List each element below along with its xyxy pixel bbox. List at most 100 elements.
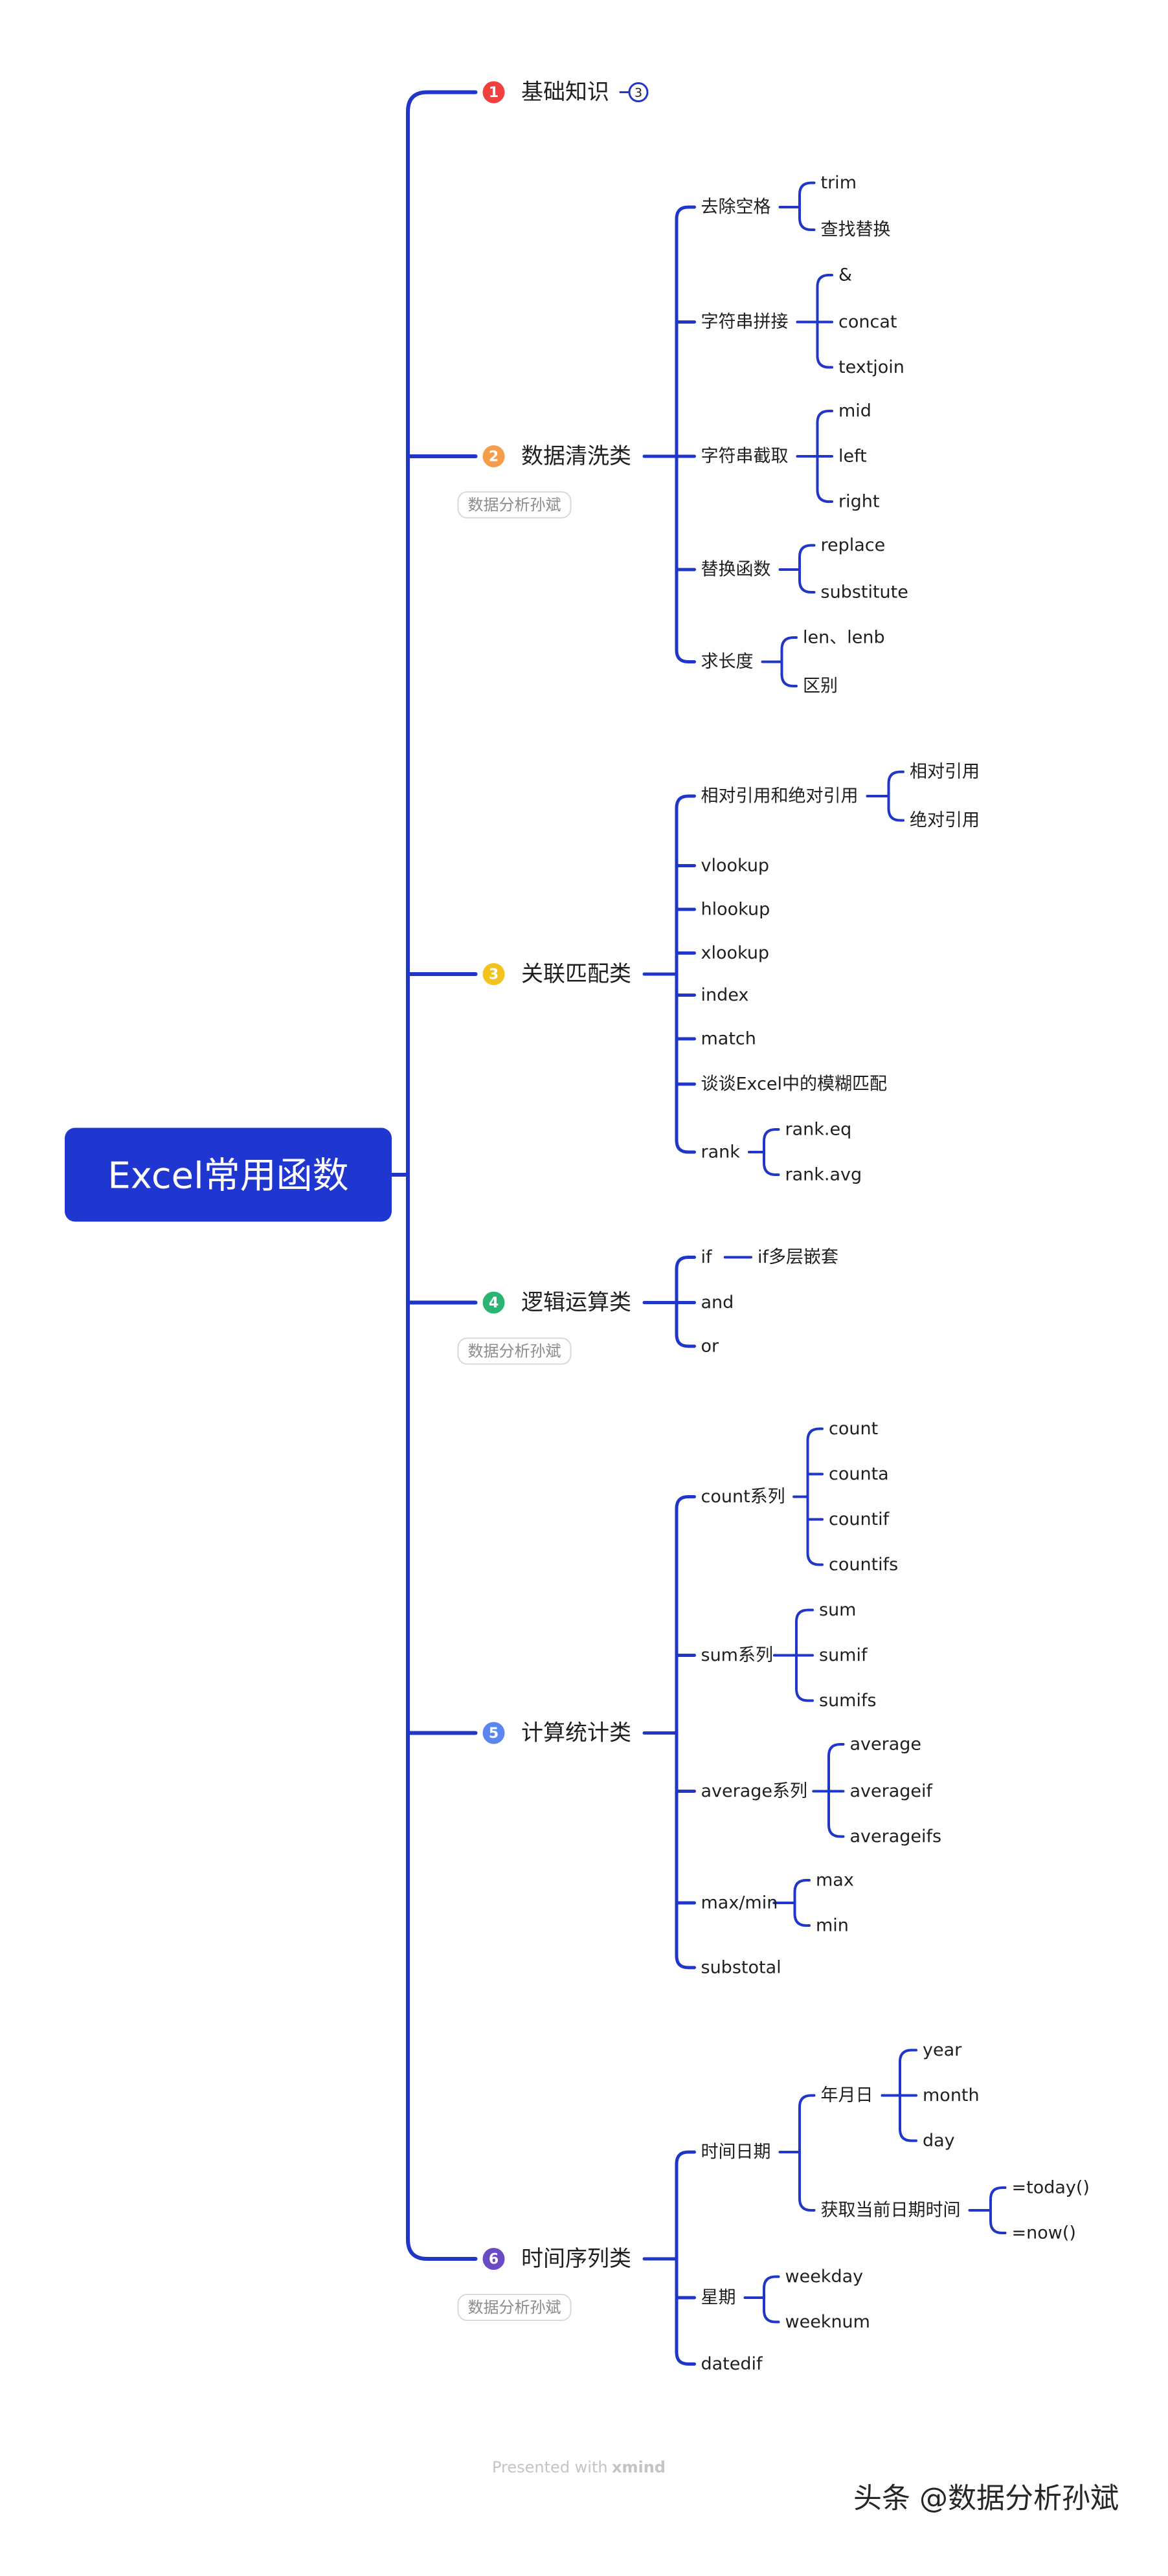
subtopic-label: 年月日 (821, 2085, 873, 2105)
subtopic-label: if多层嵌套 (758, 1247, 838, 1267)
subtopic-label: weeknum (785, 2312, 870, 2332)
subtopic-label: max (816, 1871, 854, 1891)
root-title: Excel常用函数 (107, 1155, 348, 1197)
author-tag (457, 1337, 572, 1365)
branch-number-badge (482, 1722, 505, 1744)
subtopic-label: textjoin (838, 357, 904, 377)
topic-label: 字符串拼接 (701, 312, 789, 332)
subtopic-label: & (838, 265, 852, 285)
topic-label: if (701, 1247, 713, 1267)
connector (675, 794, 696, 976)
connector (806, 1427, 824, 1498)
subtopic-label: average (850, 1735, 922, 1755)
subtopic-label: replace (821, 535, 886, 555)
author-tag (457, 491, 572, 518)
topic-label: 相对引用和绝对引用 (701, 786, 859, 806)
topic-label: 时间日期 (701, 2142, 771, 2162)
topic-label: 求长度 (701, 652, 754, 672)
branch-number: 6 (489, 2252, 499, 2268)
connector (827, 1743, 845, 1793)
branch-number: 2 (489, 449, 499, 465)
connector (798, 2094, 816, 2153)
topic-label: datedif (701, 2354, 764, 2374)
connector (798, 544, 816, 571)
subtopic-label: 查找替换 (821, 220, 891, 240)
footer-presented: Presented with (492, 2458, 608, 2476)
topic-label: 谈谈Excel中的模糊匹配 (701, 1074, 888, 1094)
topic-label: vlookup (701, 856, 770, 876)
branch-number-badge (482, 1291, 505, 1314)
connector (887, 770, 904, 797)
connector (816, 320, 833, 369)
branch-number: 5 (489, 1726, 499, 1742)
connector (795, 1608, 814, 1657)
subtopic-label: len、lenb (803, 628, 885, 648)
topic-label: 替换函数 (701, 560, 771, 580)
topic-label: max/min (701, 1893, 778, 1913)
collapsed-count-badge (628, 82, 649, 102)
connector (406, 90, 478, 1177)
connector (806, 1495, 824, 1566)
connector (675, 1256, 696, 1304)
subtopic-label: min (816, 1916, 849, 1936)
subtopic-label: rank.eq (785, 1120, 852, 1140)
leaf-label: day (923, 2131, 955, 2151)
topic-label: rank (701, 1142, 741, 1162)
subtopic-label: averageifs (850, 1827, 942, 1847)
topic-label: and (701, 1293, 734, 1313)
topic-label: 字符串截取 (701, 447, 789, 467)
subtopic-label: count (829, 1419, 878, 1439)
branch-number-badge (482, 2248, 505, 2270)
topic-label: 去除空格 (701, 197, 771, 217)
root-node (65, 1127, 392, 1222)
connector (763, 1151, 780, 1176)
branch-number: 4 (489, 1295, 499, 1311)
topic-label: 星期 (701, 2288, 736, 2308)
connector (675, 2257, 696, 2366)
branch-number: 3 (489, 967, 499, 983)
subtopic-label: rank.avg (785, 1165, 862, 1185)
author-tag-text: 数据分析孙斌 (468, 496, 561, 514)
connector (798, 2151, 816, 2212)
subtopic-label: sumif (819, 1645, 868, 1665)
branch-number-badge (482, 445, 505, 467)
connector (675, 2150, 696, 2261)
branch-label: 逻辑运算类 (521, 1290, 631, 1316)
connector (780, 636, 798, 663)
topic-label: index (701, 985, 749, 1005)
author-tag (457, 2294, 572, 2321)
subtopic-label: countifs (829, 1555, 898, 1575)
connector (798, 206, 816, 231)
connector (795, 1654, 814, 1702)
topic-label: match (701, 1029, 756, 1049)
connector (798, 568, 816, 594)
connector (827, 1790, 845, 1838)
subtopic-label: 绝对引用 (910, 810, 980, 830)
connector (675, 205, 696, 458)
connector (406, 1173, 478, 2261)
connector (763, 2296, 780, 2324)
connector (816, 455, 833, 503)
connector (798, 181, 816, 208)
subtopic-label: sumifs (819, 1691, 877, 1711)
branch-label: 关联匹配类 (521, 961, 631, 987)
collapsed-count: 3 (635, 86, 642, 100)
branch-label: 时间序列类 (521, 2246, 631, 2272)
connector (793, 1902, 811, 1927)
leaf-label: =today() (1012, 2178, 1090, 2198)
leaf-label: =now() (1012, 2223, 1076, 2243)
connector (989, 2186, 1007, 2212)
author-tag-text: 数据分析孙斌 (468, 2298, 561, 2316)
connector (763, 2275, 780, 2299)
connector (675, 454, 696, 663)
connector (675, 1495, 696, 1735)
connector (793, 1879, 811, 1904)
branch-label: 计算统计类 (521, 1720, 631, 1746)
subtopic-label: averageif (850, 1781, 934, 1801)
connector (989, 2209, 1007, 2234)
subtopic-label: 相对引用 (910, 762, 980, 782)
connector (899, 2049, 917, 2097)
branch-label: 数据清洗类 (521, 443, 631, 469)
